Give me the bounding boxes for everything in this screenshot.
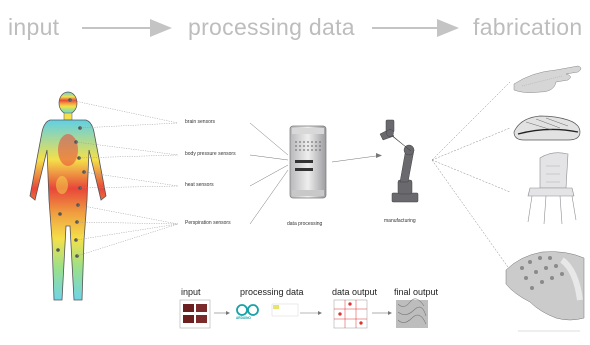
fabricated-shoe-image bbox=[513, 115, 581, 141]
workflow-title-data-output: data output bbox=[332, 287, 378, 297]
arduino-logo bbox=[236, 304, 259, 316]
sensor-to-computer-lines bbox=[249, 122, 289, 225]
workflow-arrow-1 bbox=[214, 311, 230, 315]
caption-manufacturing: manufacturing bbox=[384, 218, 416, 224]
workflow-arrow-3 bbox=[372, 311, 392, 315]
human-body-heatmap bbox=[29, 91, 107, 301]
sensor-label-body-pressure: body pressure sensors bbox=[185, 151, 236, 157]
header-arrow-2 bbox=[372, 19, 459, 37]
header-input: input bbox=[8, 14, 60, 40]
fabricated-chair-image bbox=[527, 152, 577, 225]
computer-to-robot-arrow bbox=[331, 153, 382, 163]
sensor-label-brain: brain sensors bbox=[185, 119, 216, 125]
workflow-arrow-2 bbox=[300, 311, 322, 315]
final-output-texture bbox=[396, 298, 428, 328]
sensor-label-perspiration: Perspiration sensors bbox=[185, 220, 231, 226]
workflow-title-input: input bbox=[181, 287, 201, 297]
robot-to-output-lines bbox=[431, 81, 511, 271]
sensor-connections bbox=[69, 99, 179, 257]
fabricated-hand-image bbox=[513, 65, 582, 93]
header-processing-data: processing data bbox=[188, 14, 355, 40]
sensor-label-heat: heat sensors bbox=[185, 182, 214, 188]
robot-arm-image bbox=[379, 119, 419, 203]
workflow-title-processing: processing data bbox=[240, 287, 304, 297]
caption-data-processing: data processing bbox=[287, 221, 323, 227]
workflow-title-final-output: final output bbox=[394, 287, 439, 297]
processing-thumbnail bbox=[271, 303, 299, 317]
sensor-dots bbox=[56, 98, 86, 258]
data-output-grid bbox=[333, 299, 368, 329]
header-arrow-1 bbox=[82, 19, 172, 37]
arduino-label: ARDUINO bbox=[236, 316, 251, 320]
workflow-input-thumbnail bbox=[179, 299, 211, 329]
computer-tower-image bbox=[289, 125, 327, 199]
fabricated-shoulder-image bbox=[505, 251, 585, 321]
header-fabrication: fabrication bbox=[473, 14, 583, 40]
